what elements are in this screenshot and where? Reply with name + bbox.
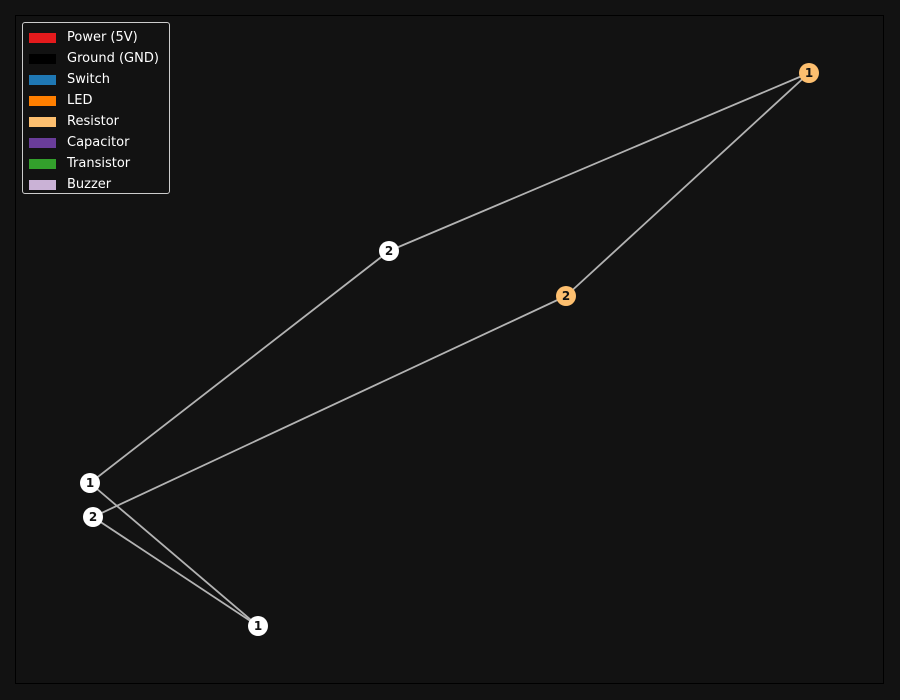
legend-label-buzzer: Buzzer bbox=[67, 177, 112, 192]
node-label: 1 bbox=[805, 66, 813, 80]
legend-item-power: Power (5V) bbox=[29, 27, 169, 48]
legend-item-capacitor: Capacitor bbox=[29, 132, 169, 153]
legend-swatch-power bbox=[29, 32, 56, 43]
legend-swatch-buzzer bbox=[29, 179, 56, 190]
node-w3[interactable]: 2 bbox=[83, 507, 103, 527]
legend-label-resistor: Resistor bbox=[67, 114, 119, 129]
node-label: 1 bbox=[86, 476, 94, 490]
node-circle[interactable] bbox=[799, 63, 819, 83]
node-circle[interactable] bbox=[83, 507, 103, 527]
wires-layer bbox=[89, 72, 810, 627]
node-label: 2 bbox=[89, 510, 97, 524]
node-circle[interactable] bbox=[80, 473, 100, 493]
legend-swatch-led bbox=[29, 95, 56, 106]
node-label: 2 bbox=[562, 289, 570, 303]
legend-label-ground: Ground (GND) bbox=[67, 51, 159, 66]
wire-w3-r2 bbox=[92, 295, 567, 518]
legend-item-ground: Ground (GND) bbox=[29, 48, 169, 69]
legend-item-buzzer: Buzzer bbox=[29, 174, 169, 195]
diagram-frame bbox=[15, 15, 884, 684]
node-circle[interactable] bbox=[379, 241, 399, 261]
node-w4[interactable]: 1 bbox=[248, 616, 268, 636]
legend-label-led: LED bbox=[67, 93, 93, 108]
wire-r2-r1 bbox=[565, 72, 810, 297]
node-label: 2 bbox=[385, 244, 393, 258]
node-r1[interactable]: 1 bbox=[799, 63, 819, 83]
wire-w3-w4 bbox=[92, 516, 259, 627]
node-label: 1 bbox=[254, 619, 262, 633]
legend-label-transistor: Transistor bbox=[67, 156, 131, 171]
legend-label-switch: Switch bbox=[67, 72, 110, 87]
wire-w1-w2 bbox=[89, 250, 390, 484]
legend-item-resistor: Resistor bbox=[29, 111, 169, 132]
wire-w2-r1 bbox=[388, 72, 810, 252]
legend-swatch-switch bbox=[29, 74, 56, 85]
legend-item-led: LED bbox=[29, 90, 169, 111]
node-circle[interactable] bbox=[556, 286, 576, 306]
legend-swatch-ground bbox=[29, 53, 56, 64]
node-w2[interactable]: 2 bbox=[379, 241, 399, 261]
node-w1[interactable]: 1 bbox=[80, 473, 100, 493]
legend-swatch-resistor bbox=[29, 116, 56, 127]
nodes-layer: 1 2 2 1 1 2 bbox=[80, 63, 819, 636]
legend-label-capacitor: Capacitor bbox=[67, 135, 130, 150]
legend-item-switch: Switch bbox=[29, 69, 169, 90]
node-circle[interactable] bbox=[248, 616, 268, 636]
legend-item-transistor: Transistor bbox=[29, 153, 169, 174]
legend-swatch-transistor bbox=[29, 158, 56, 169]
legend-swatch-capacitor bbox=[29, 137, 56, 148]
legend-label-power: Power (5V) bbox=[67, 30, 138, 45]
legend: Power (5V) Ground (GND) Switch LED Resis… bbox=[22, 22, 170, 194]
node-r2[interactable]: 2 bbox=[556, 286, 576, 306]
wire-w1-w4 bbox=[89, 482, 259, 627]
